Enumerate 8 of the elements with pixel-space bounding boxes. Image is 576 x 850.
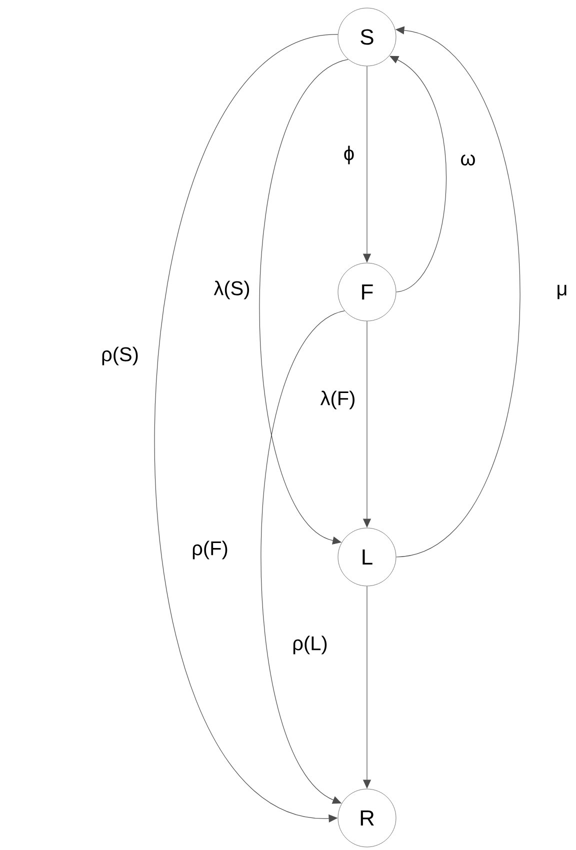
arrow [260, 310, 345, 804]
edge-label: λ(F) [318, 389, 358, 411]
edge-label: ρ(S) [100, 345, 140, 367]
edge-label: ω [458, 153, 478, 167]
edge-label: ρ(L) [290, 634, 330, 656]
edge-label: ϕ [342, 144, 356, 166]
edge-label: λ(S) [212, 279, 252, 301]
edge-label: ρ(F) [190, 539, 230, 561]
